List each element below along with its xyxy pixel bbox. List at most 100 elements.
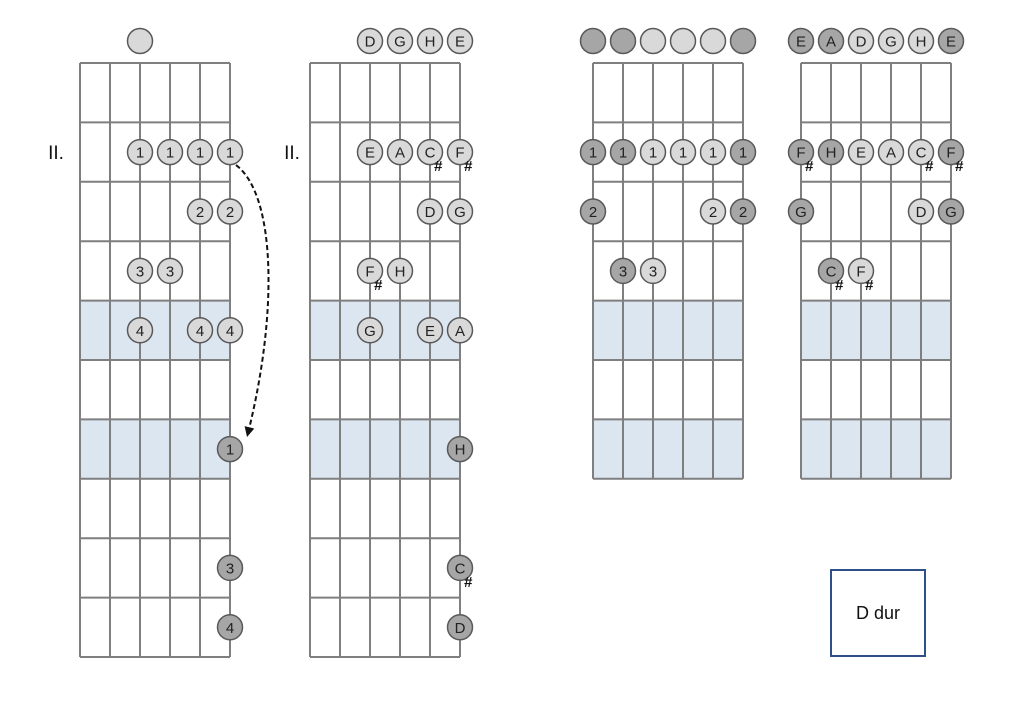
sharp-sign: # [374, 277, 383, 294]
note-circle-light [216, 317, 244, 344]
note-circle-light [639, 27, 667, 55]
note-label: 2 [196, 204, 204, 221]
sharp-sign: # [835, 277, 844, 294]
fretted-note: H [446, 435, 474, 463]
fretted-note: 1 [186, 138, 214, 166]
position-label: II. [284, 143, 300, 164]
note-label: E [425, 323, 435, 340]
note-circle-dark [729, 198, 757, 225]
fretted-note: G [937, 198, 965, 225]
note-label: 2 [739, 204, 747, 221]
note-label: F [856, 263, 865, 280]
note-circle-dark [446, 554, 474, 582]
note-label: H [395, 263, 406, 280]
note-circle-light [639, 138, 667, 166]
fretted-note: E [847, 138, 875, 166]
note-circle-light [356, 27, 384, 55]
fretted-note: D [907, 198, 935, 225]
note-circle-dark [446, 614, 474, 641]
note-circle-light [907, 27, 935, 55]
note-circle-dark [729, 27, 757, 55]
fretted-note: 4 [216, 317, 244, 344]
note-label: 1 [166, 145, 174, 162]
highlight-band [80, 419, 230, 479]
fretted-note: G [446, 198, 474, 225]
note-circle-light [186, 198, 214, 225]
note-circle-light [216, 198, 244, 225]
note-circle-dark [937, 27, 965, 55]
note-label: G [945, 204, 957, 221]
note-circle-light [699, 27, 727, 55]
note-label: 1 [619, 145, 627, 162]
note-circle-light [639, 257, 667, 285]
note-label: G [885, 34, 897, 51]
fretted-note: E [416, 317, 444, 344]
fretted-note: 3 [156, 257, 184, 285]
note-label: 2 [589, 204, 597, 221]
note-label: 3 [136, 263, 144, 280]
sharp-sign: # [805, 158, 814, 175]
note-circle-light [446, 317, 474, 344]
shift-arrow [235, 164, 270, 437]
highlight-band [801, 300, 951, 360]
fretted-note: 4 [186, 317, 214, 344]
fretted-note: G [787, 198, 815, 225]
fretted-note: 1 [609, 138, 637, 166]
open-string-note: G [877, 27, 905, 55]
note-circle-light [186, 138, 214, 166]
note-circle-light [446, 27, 474, 55]
note-label: H [826, 145, 837, 162]
fretted-note: H [386, 257, 414, 285]
note-circle-dark [787, 138, 815, 166]
fretted-note: D [446, 614, 474, 641]
note-label: F [796, 145, 805, 162]
note-circle-light [416, 138, 444, 166]
note-label: G [364, 323, 376, 340]
fretted-note: A [877, 138, 905, 166]
note-circle-light [356, 138, 384, 166]
note-label: 4 [136, 323, 144, 340]
note-label: 1 [226, 442, 234, 459]
note-label: A [395, 145, 405, 162]
note-label: D [425, 204, 436, 221]
note-circle-light [216, 138, 244, 166]
note-circle-light [699, 198, 727, 225]
note-label: 1 [679, 145, 687, 162]
note-circle-light [356, 317, 384, 344]
fretted-note: F# [356, 257, 384, 294]
fretted-note: C# [907, 138, 935, 175]
open-string-note: D [847, 27, 875, 55]
open-string-note: E [787, 27, 815, 55]
note-label: 1 [226, 145, 234, 162]
fretted-note: 4 [126, 317, 154, 344]
fretted-note: F# [446, 138, 474, 175]
note-label: E [365, 145, 375, 162]
open-string-note: G [386, 27, 414, 55]
note-circle-light [907, 138, 935, 166]
note-label: D [365, 34, 376, 51]
note-circle-dark [817, 257, 845, 285]
fretted-note: 1 [729, 138, 757, 166]
sharp-sign: # [925, 158, 934, 175]
note-circle-dark [609, 138, 637, 166]
note-label: F [365, 263, 374, 280]
note-label: D [455, 620, 466, 637]
note-circle-light [386, 257, 414, 285]
fretted-note: F# [937, 138, 965, 175]
note-label: A [826, 34, 836, 51]
note-circle-light [416, 317, 444, 344]
fretted-note: F# [787, 138, 815, 175]
fretted-note: 2 [729, 198, 757, 225]
note-circle-light [907, 198, 935, 225]
note-circle-dark [609, 27, 637, 55]
note-circle-dark [937, 198, 965, 225]
note-circle-dark [609, 257, 637, 285]
note-circle-light [446, 198, 474, 225]
note-circle-light [877, 27, 905, 55]
note-label: 3 [166, 263, 174, 280]
note-label: 4 [226, 620, 234, 637]
fretted-note: 1 [579, 138, 607, 166]
note-circle-light [386, 138, 414, 166]
